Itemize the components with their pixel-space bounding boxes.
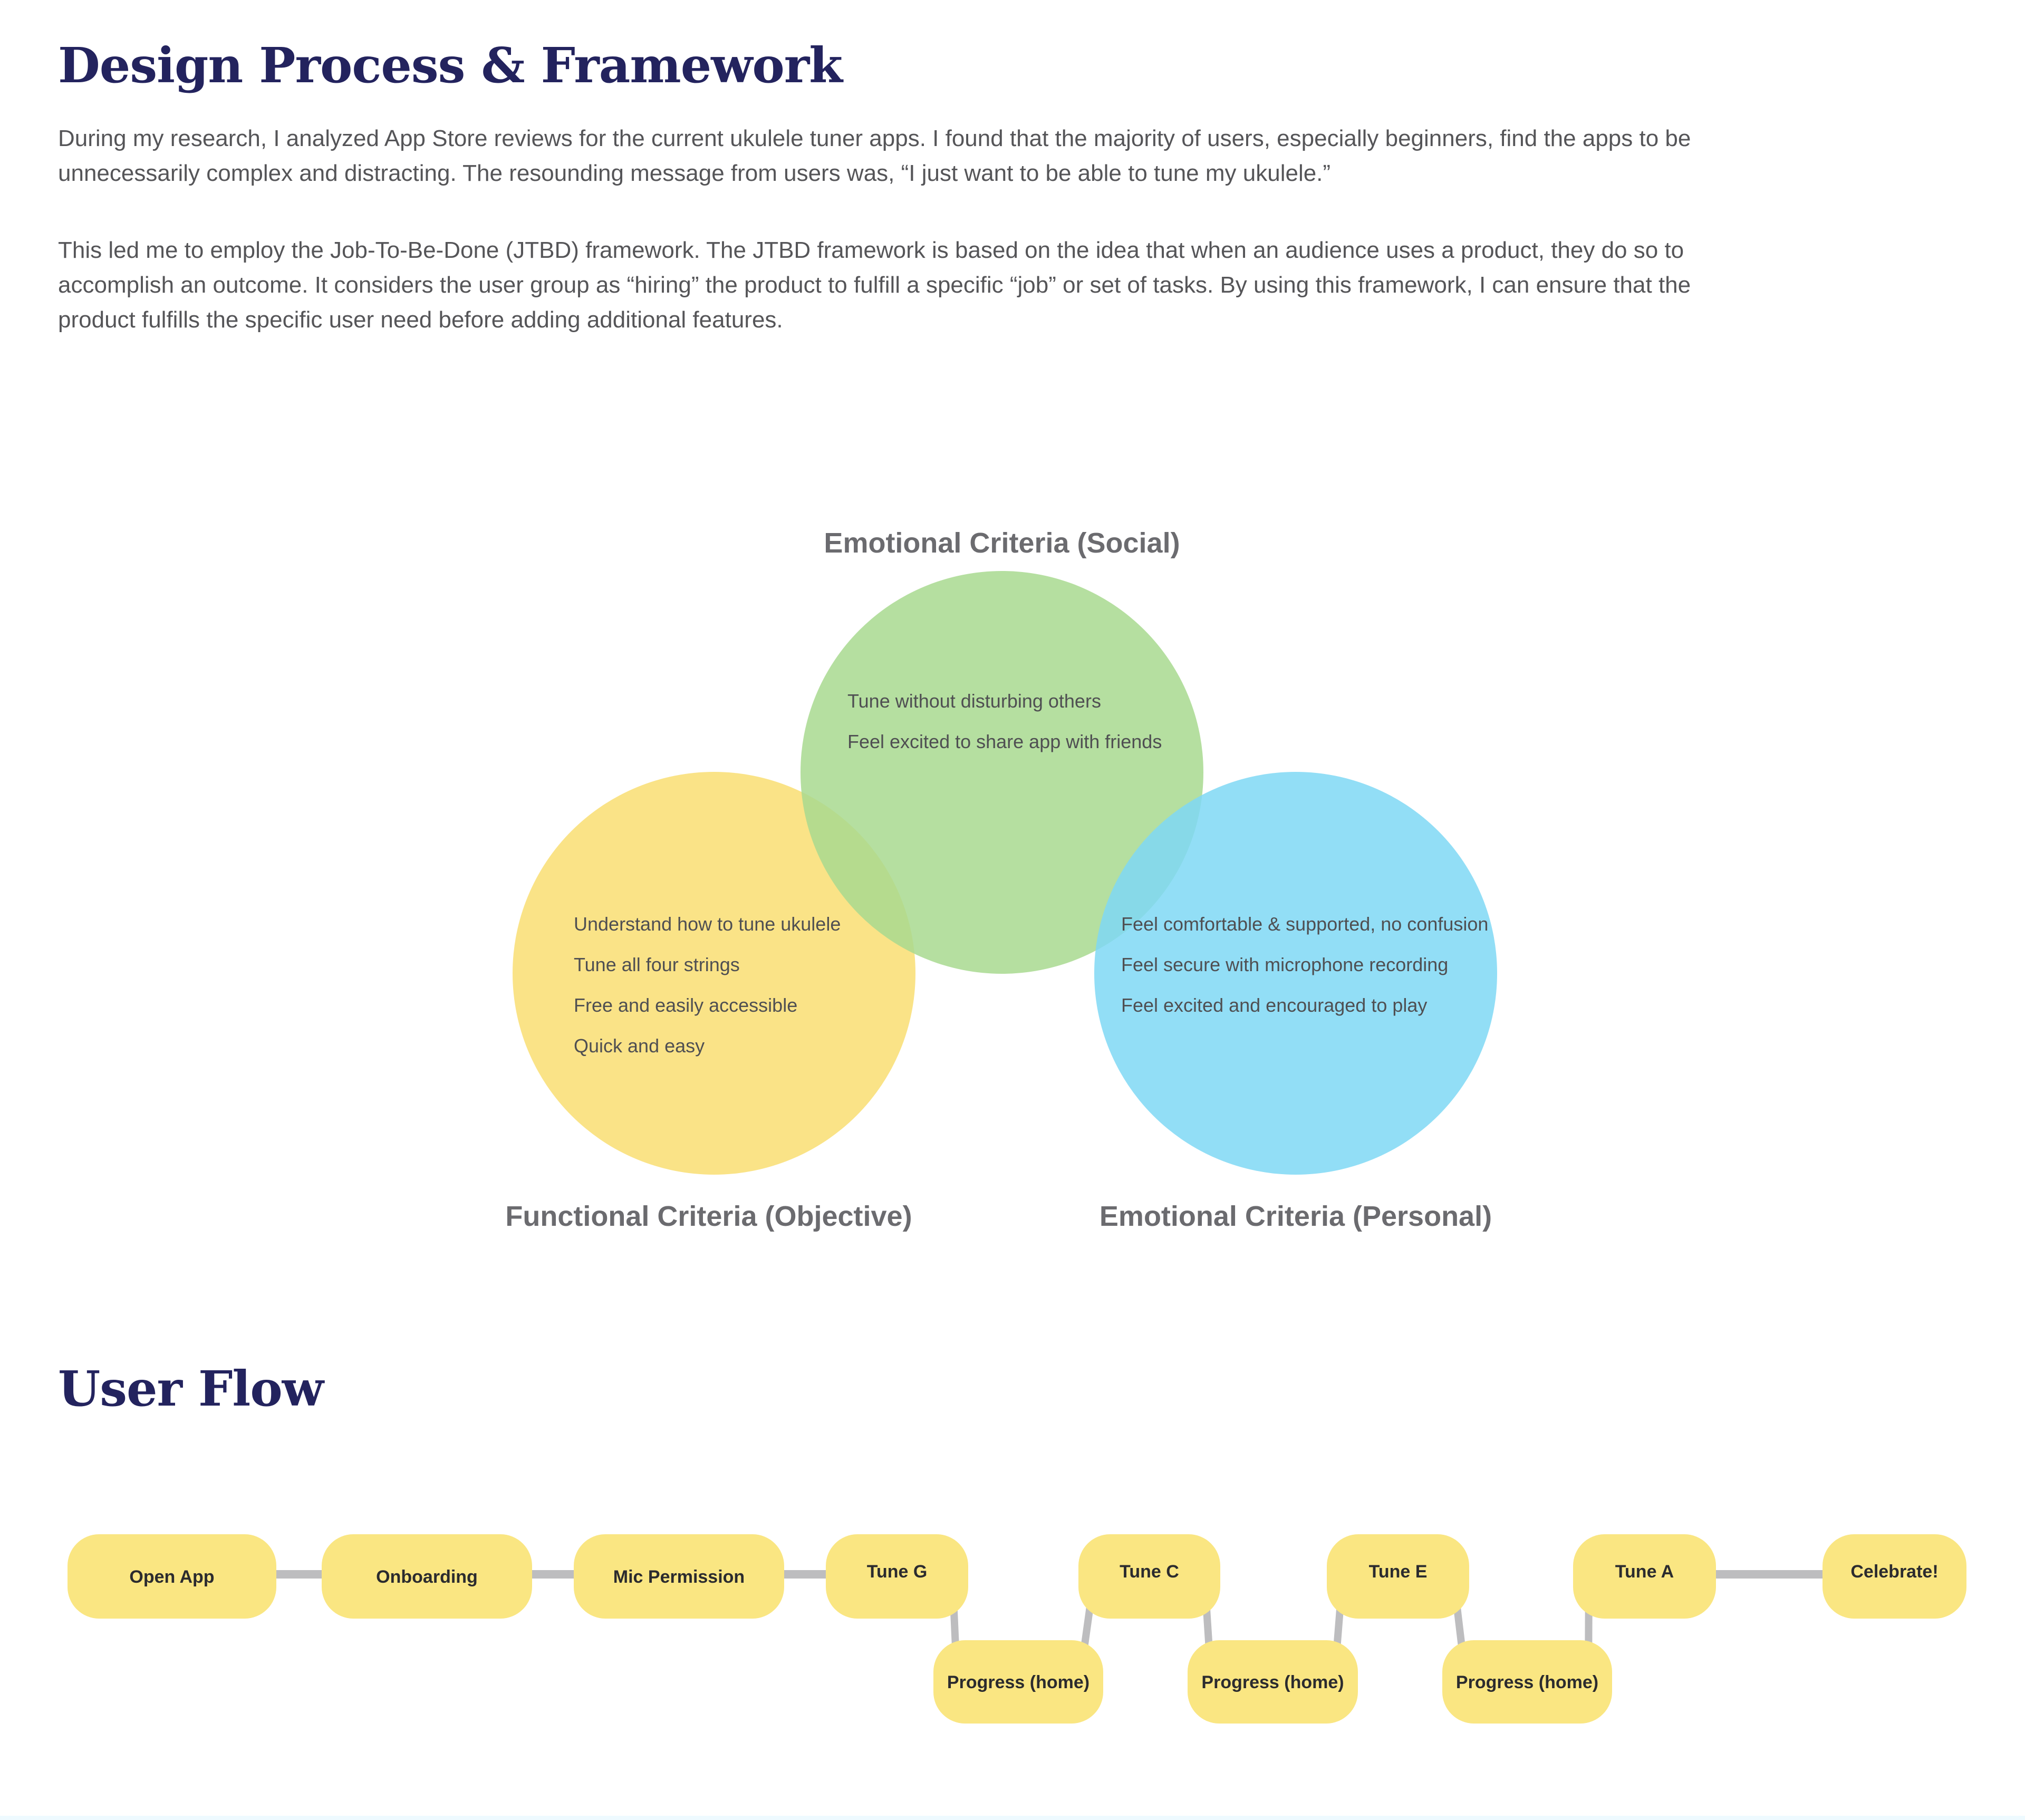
venn-item: Feel excited to share app with friends (847, 731, 1162, 752)
venn-item: Quick and easy (574, 1035, 705, 1057)
flow-node-prog3[interactable]: Progress (home) (1442, 1640, 1612, 1724)
flow-node-shape (1573, 1534, 1716, 1619)
page-title: Design Process & Framework (58, 37, 843, 94)
flow-node-shape (1078, 1534, 1220, 1619)
footer-divider (0, 1816, 2025, 1820)
flow-node-label: Progress (home) (1201, 1672, 1344, 1692)
venn-label-functional: Functional Criteria (Objective) (505, 1201, 912, 1232)
venn-item: Tune without disturbing others (847, 690, 1101, 712)
venn-label-personal: Emotional Criteria (Personal) (1100, 1201, 1492, 1232)
flow-node-shape (826, 1534, 968, 1619)
venn-item: Understand how to tune ukulele (574, 913, 841, 935)
user-flow-title: User Flow (58, 1360, 324, 1417)
flow-node-shape (68, 1534, 276, 1619)
flow-node-tunec[interactable]: Tune C (1078, 1534, 1220, 1619)
venn-circle-social (801, 571, 1203, 974)
venn-item: Feel secure with microphone recording (1121, 954, 1448, 975)
flow-node-label: Tune E (1369, 1562, 1428, 1582)
venn-circle-personal (1094, 772, 1497, 1175)
flow-node-shape (1327, 1534, 1469, 1619)
flow-node-shape (574, 1534, 784, 1619)
flow-node-mic[interactable]: Mic Permission (574, 1534, 784, 1619)
flow-node-onboarding[interactable]: Onboarding (322, 1534, 532, 1619)
flow-node-tunea[interactable]: Tune A (1573, 1534, 1716, 1619)
intro-paragraph-research: During my research, I analyzed App Store… (58, 125, 1691, 186)
flow-node-shape (1188, 1640, 1358, 1724)
venn-item: Feel excited and encouraged to play (1121, 994, 1427, 1016)
flow-node-shape (933, 1640, 1103, 1724)
flow-nodes: Open App Onboarding Mic Permission Tune G Pr… (68, 1534, 1966, 1724)
flow-node-tuneg[interactable]: Tune G (826, 1534, 968, 1619)
flow-node-prog2[interactable]: Progress (home) (1188, 1640, 1358, 1724)
flow-node-label: Progress (home) (947, 1672, 1089, 1692)
flow-node-shape (1442, 1640, 1612, 1724)
flow-node-shape (1822, 1534, 1966, 1619)
flow-node-tunee[interactable]: Tune E (1327, 1534, 1469, 1619)
flow-node-prog1[interactable]: Progress (home) (933, 1640, 1103, 1724)
flow-node-label: Tune A (1615, 1562, 1674, 1582)
flow-node-label: Open App (129, 1567, 214, 1587)
flow-node-open[interactable]: Open App (68, 1534, 276, 1619)
jtbd-venn-diagram: Emotional Criteria (Social) Tune without … (505, 527, 1497, 1232)
flow-node-shape (322, 1534, 532, 1619)
flow-node-label: Progress (home) (1456, 1672, 1598, 1692)
venn-item: Feel comfortable & supported, no confusi… (1121, 913, 1488, 935)
flow-node-label: Onboarding (376, 1567, 478, 1587)
flow-node-label: Mic Permission (613, 1567, 745, 1587)
flow-node-label: Tune G (867, 1562, 928, 1582)
flow-node-label: Tune C (1120, 1562, 1179, 1582)
venn-item: Tune all four strings (574, 954, 740, 975)
venn-circle-functional (513, 772, 915, 1175)
flow-node-label: Celebrate! (1850, 1562, 1938, 1582)
intro-paragraph-jtbd: This led me to employ the Job-To-Be-Done… (58, 237, 1691, 333)
flow-node-celebrate[interactable]: Celebrate! (1822, 1534, 1966, 1619)
venn-label-social: Emotional Criteria (Social) (824, 527, 1180, 559)
venn-item: Free and easily accessible (574, 994, 797, 1016)
